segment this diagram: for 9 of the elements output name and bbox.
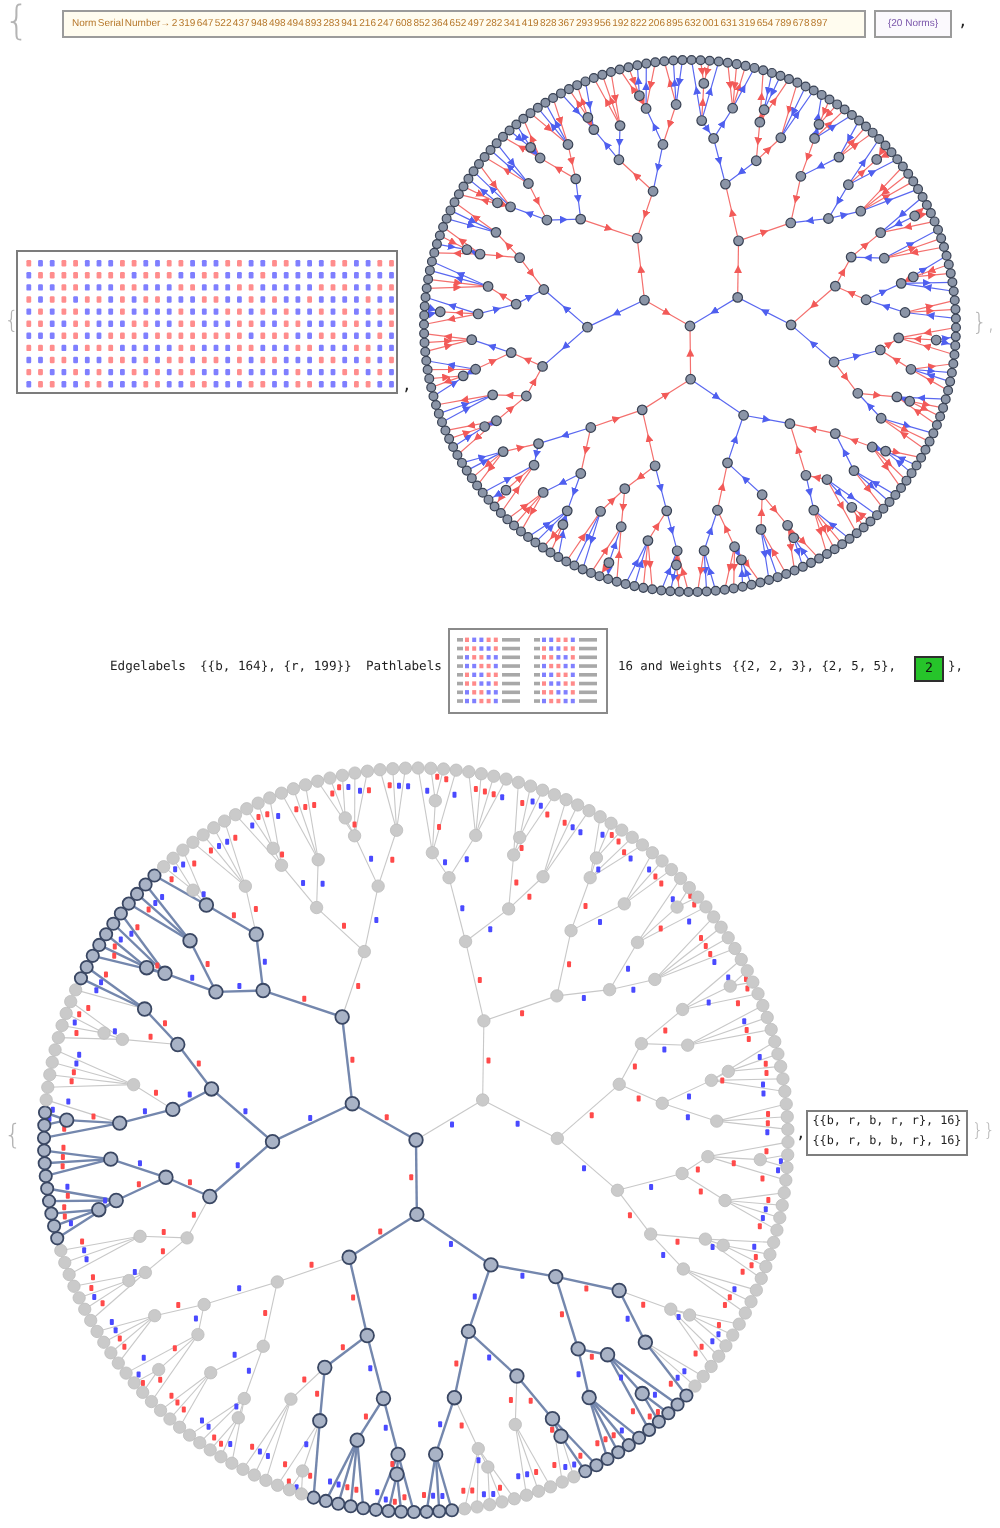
- list-brace: {: [4, 308, 20, 332]
- path-list-frame: [806, 1110, 968, 1156]
- list-comma: ,: [402, 378, 412, 394]
- list-brace: },: [972, 310, 995, 334]
- list-brace: {: [4, 1122, 22, 1150]
- list-brace: {: [4, 0, 30, 40]
- list-comma: ,: [796, 1126, 806, 1142]
- list-comma: ,: [958, 14, 968, 30]
- list-bracket: }}: [972, 1124, 995, 1142]
